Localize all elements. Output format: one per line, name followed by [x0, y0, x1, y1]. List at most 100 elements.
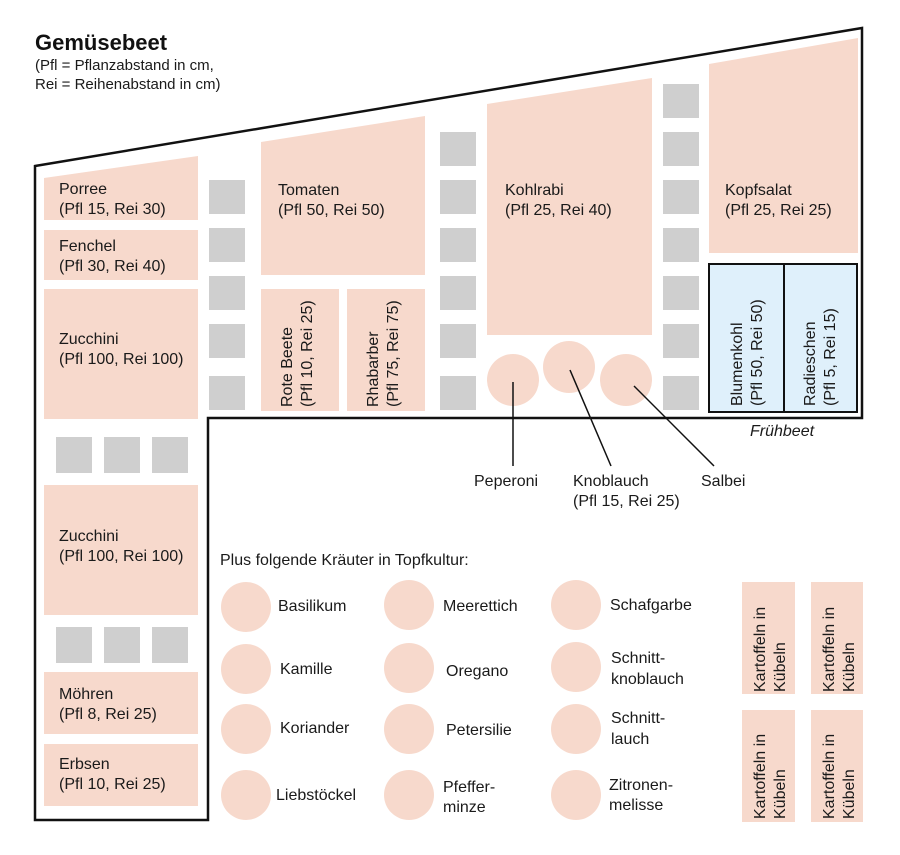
bed-blumenkohl-spacing: (Pfl 50, Rei 50)	[749, 299, 766, 406]
path-stone	[663, 324, 699, 358]
plant-salbei	[600, 354, 652, 406]
callout-knoblauch-spacing: (Pfl 15, Rei 25)	[573, 493, 680, 510]
plan-title: Gemüsebeet	[35, 30, 168, 55]
bed-rhabarber-spacing: (Pfl 75, Rei 75)	[385, 300, 402, 407]
bed-radieschen-spacing: (Pfl 5, Rei 15)	[822, 308, 839, 406]
bed-tomaten-spacing: (Pfl 50, Rei 50)	[278, 202, 385, 219]
bed-kohlrabi-spacing: (Pfl 25, Rei 40)	[505, 202, 612, 219]
herbs-heading: Plus folgende Kräuter in Topfkultur:	[220, 552, 469, 569]
path-stone	[440, 132, 476, 166]
bed-rote-beete-spacing: (Pfl 10, Rei 25)	[299, 300, 316, 407]
bed-fenchel-name: Fenchel	[59, 238, 116, 255]
path-stone	[209, 180, 245, 214]
plan-subtitle-line-1: (Pfl = Pflanzabstand in cm,	[35, 57, 214, 74]
herb-oregano: Oregano	[446, 663, 508, 680]
path-stone	[440, 276, 476, 310]
callout-peperoni-label: Peperoni	[474, 473, 538, 490]
herb-pot	[551, 580, 601, 630]
bed-erbsen-spacing: (Pfl 10, Rei 25)	[59, 776, 166, 793]
path-stone	[209, 376, 245, 410]
callout-line-knoblauch	[569, 369, 612, 467]
potato-bucket-label-line-1: Kartoffeln in	[821, 734, 838, 819]
plant-peperoni	[487, 354, 539, 406]
herb-pfefferminze-line-1: Pfeffer-	[443, 779, 495, 796]
herb-schnittlauch-line-1: Schnitt-	[611, 710, 665, 727]
path-stone	[440, 324, 476, 358]
herb-basilikum: Basilikum	[278, 598, 346, 615]
herb-pfefferminze-line-2: minze	[443, 799, 486, 816]
bed-moehren	[44, 672, 198, 734]
garden-outline	[33, 26, 864, 822]
herb-pot	[551, 642, 601, 692]
potato-bucket-label-line-1: Kartoffeln in	[752, 607, 769, 692]
callout-line-salbei	[633, 385, 715, 467]
bed-tomaten	[261, 116, 425, 275]
path-stone	[663, 276, 699, 310]
callout-knoblauch-label: Knoblauch	[573, 473, 649, 490]
herb-pot	[551, 704, 601, 754]
herb-pot	[221, 644, 271, 694]
path-stone	[663, 228, 699, 262]
herb-schnittknoblauch-line-2: knoblauch	[611, 671, 684, 688]
bed-tomaten-name: Tomaten	[278, 182, 339, 199]
bed-zucchini-lower-spacing: (Pfl 100, Rei 100)	[59, 548, 184, 565]
bed-kopfsalat-spacing: (Pfl 25, Rei 25)	[725, 202, 832, 219]
path-stone	[152, 627, 188, 663]
herb-zitronenmelisse-line-2: melisse	[609, 797, 663, 814]
potato-bucket-label-line-2: Kübeln	[841, 769, 858, 819]
potato-bucket-label-line-1: Kartoffeln in	[752, 734, 769, 819]
bed-moehren-name: Möhren	[59, 686, 113, 703]
herb-kamille: Kamille	[280, 661, 333, 678]
potato-bucket-label-line-2: Kübeln	[772, 769, 789, 819]
herb-pot	[384, 704, 434, 754]
bed-rhabarber	[347, 289, 425, 411]
bed-erbsen-name: Erbsen	[59, 756, 110, 773]
path-stone	[56, 627, 92, 663]
path-stone	[440, 228, 476, 262]
plan-subtitle-line-2: Rei = Reihenabstand in cm)	[35, 76, 221, 93]
bed-fenchel	[44, 230, 198, 280]
path-stone	[209, 228, 245, 262]
herb-schafgarbe: Schafgarbe	[610, 597, 692, 614]
path-stone	[663, 132, 699, 166]
path-stone	[663, 180, 699, 214]
potato-bucket-label-line-1: Kartoffeln in	[821, 607, 838, 692]
potato-bucket-label-line-2: Kübeln	[772, 642, 789, 692]
herb-meerettich: Meerettich	[443, 598, 518, 615]
herb-schnittlauch-line-2: lauch	[611, 731, 649, 748]
bed-kohlrabi-name: Kohlrabi	[505, 182, 564, 199]
herb-pot	[221, 704, 271, 754]
path-stone	[209, 324, 245, 358]
herb-pot	[551, 770, 601, 820]
herb-pot	[384, 643, 434, 693]
bed-radieschen-name: Radieschen	[802, 322, 819, 407]
herb-pot	[384, 580, 434, 630]
path-stone	[663, 376, 699, 410]
potato-bucket	[742, 582, 795, 694]
herb-schnittknoblauch-line-1: Schnitt-	[611, 650, 665, 667]
bed-blumenkohl-name: Blumenkohl	[729, 322, 746, 406]
potato-bucket	[742, 710, 795, 822]
bed-porree-name: Porree	[59, 181, 107, 198]
bed-rhabarber-name: Rhabarber	[365, 331, 382, 407]
path-stone	[104, 437, 140, 473]
bed-zucchini-lower-name: Zucchini	[59, 528, 119, 545]
herb-liebstoeckel: Liebstöckel	[276, 787, 356, 804]
bed-kohlrabi	[487, 78, 652, 335]
cold-frame-label: Frühbeet	[750, 423, 815, 440]
bed-zucchini-upper	[44, 289, 198, 419]
herb-zitronenmelisse-line-1: Zitronen-	[609, 777, 673, 794]
path-stone	[56, 437, 92, 473]
herb-pot	[384, 770, 434, 820]
bed-fenchel-spacing: (Pfl 30, Rei 40)	[59, 258, 166, 275]
potato-bucket	[811, 582, 863, 694]
path-stone	[152, 437, 188, 473]
bed-kopfsalat	[709, 38, 858, 253]
path-stone	[209, 276, 245, 310]
potato-bucket-label-line-2: Kübeln	[841, 642, 858, 692]
herb-pot	[221, 582, 271, 632]
bed-rote-beete-name: Rote Beete	[279, 327, 296, 407]
bed-porree	[44, 156, 198, 220]
